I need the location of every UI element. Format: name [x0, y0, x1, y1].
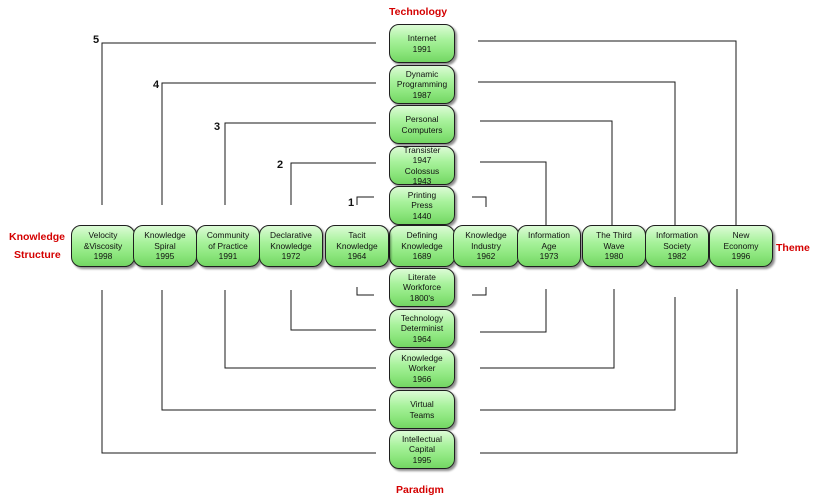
- node-information-age: Information Age 1973: [517, 225, 581, 267]
- connector-2-top-right: [480, 161, 547, 226]
- node-community-of-practice: Community of Practice 1991: [196, 225, 260, 267]
- axis-label-technology: Technology: [389, 6, 448, 18]
- node-velocity-viscosity: Velocity &Viscosity 1998: [71, 225, 135, 267]
- connector-4-bottom-left: [161, 290, 376, 411]
- node-third-wave: The Third Wave 1980: [582, 225, 646, 267]
- node-defining-knowledge: Defining Knowledge 1689: [389, 225, 455, 267]
- node-transister-colossus: Transister 1947 Colossus 1943: [389, 145, 455, 186]
- connector-1-top-left: [356, 196, 374, 205]
- connector-5-bottom-left: [101, 290, 376, 454]
- node-dynamic-programming: Dynamic Programming 1987: [389, 65, 455, 104]
- connector-4-top-left: [161, 82, 376, 205]
- connector-5-top-left: [101, 42, 376, 205]
- axis-label-structure: Structure: [14, 249, 61, 261]
- axis-label-theme: Theme: [776, 242, 810, 254]
- connector-2-bottom-right: [480, 289, 547, 333]
- node-technology-determinist: Technology Determinist 1964: [389, 309, 455, 348]
- node-information-society: Information Society 1982: [645, 225, 709, 267]
- connector-3-top-left: [224, 122, 376, 205]
- level-number-1: 1: [348, 197, 355, 209]
- connector-4-top-right: [478, 81, 676, 226]
- connector-2-top-left: [290, 162, 376, 205]
- node-personal-computers: Personal Computers: [389, 105, 455, 144]
- node-tacit-knowledge: Tacit Knowledge 1964: [325, 225, 389, 267]
- node-intellectual-capital: Intellectual Capital 1995: [389, 430, 455, 469]
- connector-5-bottom-right: [480, 289, 738, 454]
- axis-label-knowledge: Knowledge: [9, 231, 66, 243]
- connector-4-bottom-right: [480, 297, 676, 411]
- connector-1-bottom-left: [356, 287, 374, 296]
- node-declarative-knowledge: Declarative Knowledge 1972: [259, 225, 323, 267]
- connector-5-top-right: [478, 40, 737, 226]
- node-internet: Internet 1991: [389, 24, 455, 63]
- level-number-4: 4: [153, 79, 160, 91]
- node-printing-press: Printing Press 1440: [389, 186, 455, 225]
- node-virtual-teams: Virtual Teams: [389, 390, 455, 429]
- connector-1-bottom-right: [472, 287, 487, 296]
- node-new-economy: New Economy 1996: [709, 225, 773, 267]
- node-literate-workforce: Literate Workforce 1800's: [389, 268, 455, 307]
- connector-3-bottom-left: [224, 290, 376, 369]
- level-number-5: 5: [93, 34, 100, 46]
- connector-1-top-right: [472, 196, 487, 207]
- level-number-3: 3: [214, 121, 221, 133]
- connector-2-bottom-left: [290, 290, 376, 331]
- node-knowledge-worker: Knowledge Worker 1966: [389, 349, 455, 388]
- node-knowledge-spiral: Knowledge Spiral 1995: [133, 225, 197, 267]
- level-number-2: 2: [277, 159, 284, 171]
- connector-3-top-right: [480, 120, 613, 226]
- node-knowledge-industry: Knowledge Industry 1962: [453, 225, 519, 267]
- connector-3-bottom-right: [480, 289, 615, 369]
- axis-label-paradigm: Paradigm: [396, 484, 444, 496]
